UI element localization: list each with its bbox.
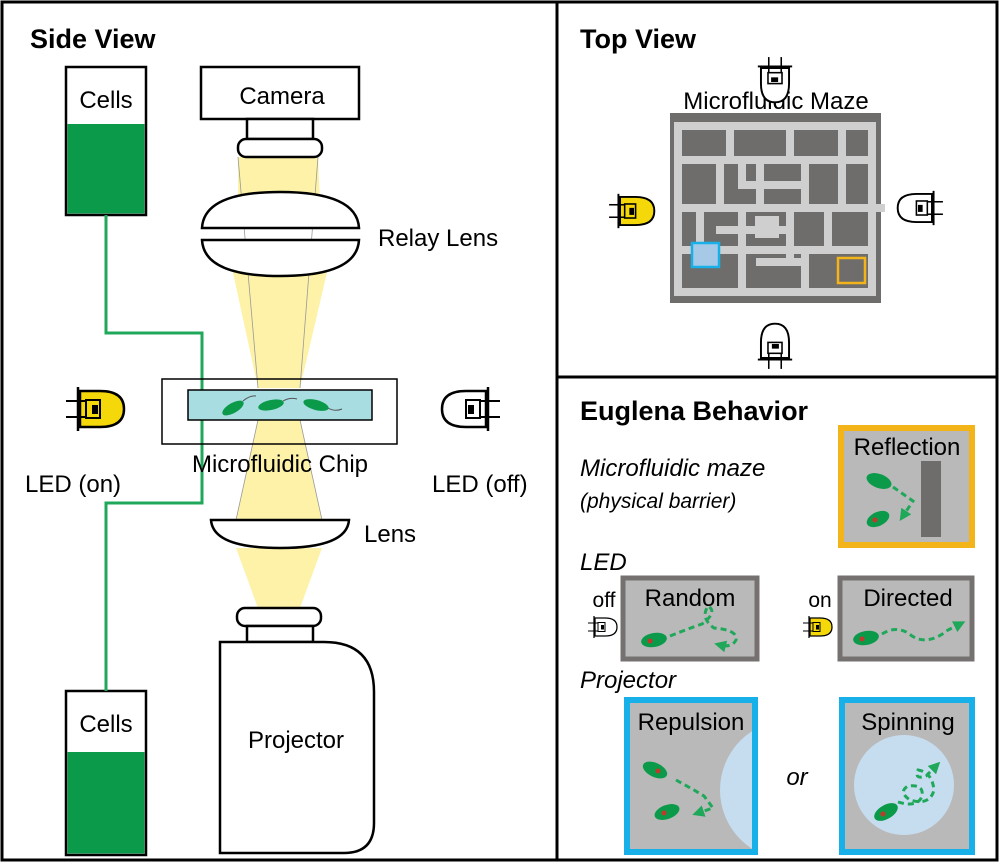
cells-label-bottom: Cells <box>79 711 132 738</box>
camera-label: Camera <box>239 83 325 110</box>
maze-projector-region <box>690 241 721 269</box>
behavior-title: Euglena Behavior <box>580 396 809 426</box>
led-bottom-icon <box>756 322 794 370</box>
led-behavior-label: LED <box>580 549 627 576</box>
random-box: Random <box>620 575 760 662</box>
spinning-label: Spinning <box>861 709 954 736</box>
maze-reflection-region <box>836 256 867 285</box>
led-on-label: LED (on) <box>25 471 121 498</box>
repulsion-label: Repulsion <box>638 709 745 736</box>
maze-behavior-sublabel: (physical barrier) <box>580 490 736 513</box>
directed-label: Directed <box>863 585 952 612</box>
lens-label: Lens <box>364 521 416 548</box>
led-off-small-icon <box>587 615 618 639</box>
reflection-box: Reflection <box>838 425 975 548</box>
lens: Lens <box>209 518 416 550</box>
led-top-icon <box>756 56 794 104</box>
tubing-inlet <box>104 215 204 404</box>
cells-label-top: Cells <box>79 87 132 114</box>
cells-reservoir-top: Cells <box>64 65 148 217</box>
led-on-icon <box>64 385 126 433</box>
behavior-panel: Euglena Behavior Microfluidic maze (phys… <box>580 396 975 855</box>
projector-behavior-label: Projector <box>580 667 677 694</box>
light-beam-lower <box>236 420 322 520</box>
cells-reservoir-bottom: Cells <box>64 689 148 857</box>
projector-label: Projector <box>248 727 344 754</box>
led-on-small-icon <box>802 615 833 639</box>
projector: Projector <box>218 606 376 855</box>
random-label: Random <box>645 585 736 612</box>
chip-label: Microfluidic Chip <box>192 451 368 478</box>
maze-behavior-label: Microfluidic maze <box>580 455 765 482</box>
spinning-box: Spinning <box>839 697 975 855</box>
light-beam-middle <box>232 268 328 388</box>
microfluidic-maze <box>670 113 885 303</box>
led-off-label: LED (off) <box>432 471 528 498</box>
directed-box: Directed <box>837 575 975 662</box>
led-right-icon <box>896 189 944 227</box>
top-view-panel: Top View Microfluidic Maze <box>580 24 944 370</box>
microfluidic-chip: Microfluidic Chip <box>161 378 398 478</box>
off-label: off <box>593 589 616 612</box>
reflection-label: Reflection <box>854 434 961 461</box>
relay-lens: Relay Lens <box>200 190 498 278</box>
led-left-icon <box>608 192 656 230</box>
camera: Camera <box>199 65 361 159</box>
light-beam-top <box>238 157 320 200</box>
relay-lens-label: Relay Lens <box>378 225 498 252</box>
light-beam-projector <box>236 548 322 608</box>
top-view-title: Top View <box>580 24 697 54</box>
side-view-panel: Side View Cells Cells Camera <box>25 24 528 857</box>
repulsion-box: Repulsion <box>624 697 758 855</box>
or-label: or <box>786 764 808 791</box>
led-off-icon <box>440 385 502 433</box>
tubing-outlet <box>104 404 204 691</box>
on-label: on <box>808 589 831 612</box>
side-view-title: Side View <box>30 24 157 54</box>
